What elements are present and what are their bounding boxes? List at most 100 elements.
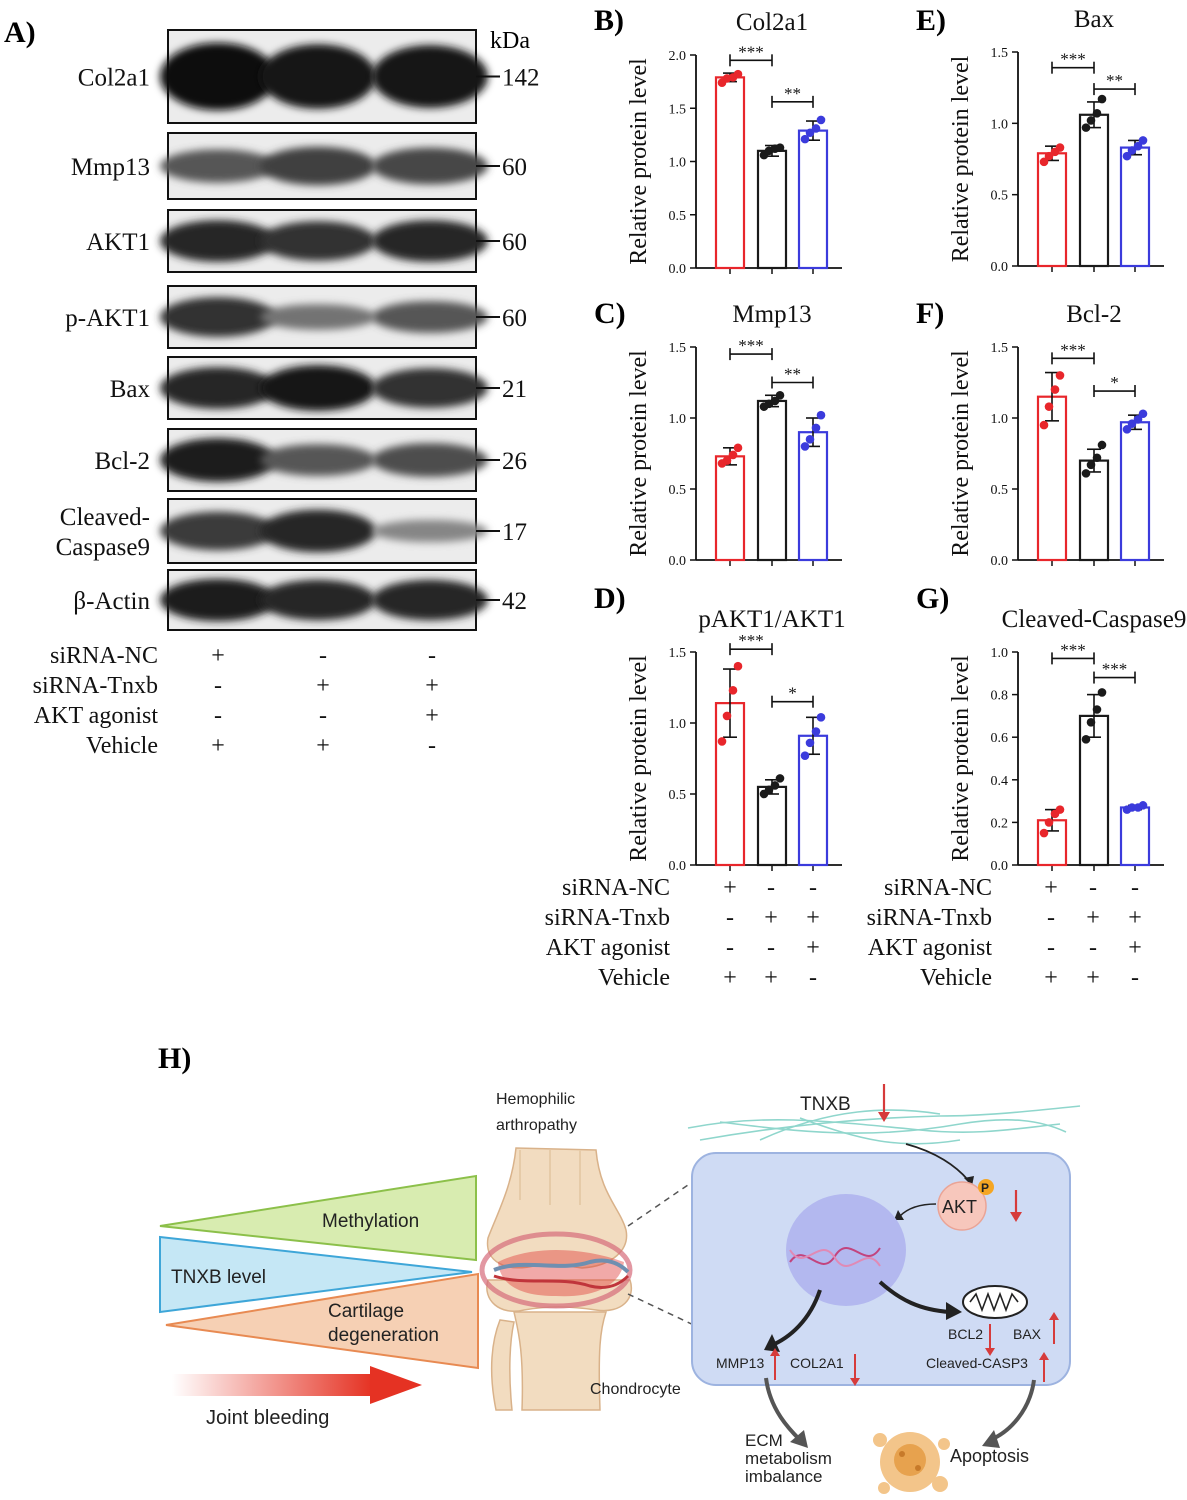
- apoptosis-outcome-arrowhead: [982, 1430, 1000, 1448]
- data-point: [1133, 415, 1143, 424]
- panel-letter-e: E): [916, 4, 946, 37]
- treatment-label: siRNA-NC: [884, 875, 992, 901]
- zoom-connector-top: [627, 1173, 705, 1227]
- data-point: [811, 727, 821, 736]
- treatment-label: siRNA-Tnxb: [867, 905, 992, 931]
- data-point: [1039, 157, 1049, 167]
- treatment-mark: -: [767, 935, 775, 961]
- ecm-outcome-label-3: imbalance: [745, 1467, 823, 1486]
- panel-letter-h: H): [158, 1042, 191, 1075]
- treatment-mark: +: [211, 643, 225, 669]
- blot-row-label: Mmp13: [71, 154, 150, 181]
- data-point: [1097, 94, 1107, 104]
- data-point: [770, 396, 780, 406]
- blot-band: [260, 579, 376, 621]
- bax-up-arrowhead: [1049, 1312, 1059, 1320]
- blot-band: [260, 509, 376, 553]
- data-point: [775, 774, 785, 783]
- bax-label: BAX: [1013, 1326, 1042, 1342]
- data-point: [775, 143, 785, 152]
- treatment-mark: -: [319, 703, 327, 729]
- significance-label: **: [784, 365, 801, 384]
- nucleus-to-mito-arrowhead: [946, 1302, 962, 1320]
- data-point: [1055, 371, 1065, 380]
- blot-band: [160, 149, 276, 183]
- y-tick-label: 1.5: [991, 341, 1009, 356]
- treatment-mark: -: [726, 935, 734, 961]
- akt-to-nucleus-arrowhead: [894, 1210, 904, 1220]
- treatment-mark: +: [425, 703, 439, 729]
- panel-letter-g: G): [916, 582, 949, 615]
- methylation-label: Methylation: [322, 1211, 419, 1232]
- data-point: [1086, 116, 1096, 125]
- apoptosis-outcome-arrow: [989, 1379, 1036, 1442]
- data-point: [816, 115, 826, 125]
- chart-title: Bcl-2: [1066, 301, 1122, 328]
- y-tick-label: 0.5: [669, 483, 687, 498]
- data-point: [764, 785, 774, 795]
- y-tick-label: 1.0: [991, 117, 1009, 132]
- treatment-mark: +: [723, 965, 737, 991]
- casp3-up-arrowhead: [1039, 1352, 1049, 1360]
- significance-label: *: [788, 684, 797, 703]
- y-tick-label: 0.5: [991, 483, 1009, 498]
- data-point: [1127, 146, 1137, 155]
- zoom-connector-bottom: [627, 1293, 701, 1329]
- bar: [1119, 806, 1151, 867]
- mmp13-up-arrowhead: [770, 1348, 780, 1356]
- y-tick-label: 1.0: [669, 717, 687, 732]
- significance-label: ***: [1060, 50, 1086, 69]
- tnxb-down-arrowhead: [878, 1112, 890, 1122]
- treatment-mark: -: [428, 733, 436, 759]
- data-point: [805, 128, 815, 138]
- blot-row-label: p-AKT1: [65, 305, 150, 332]
- treatment-table-chart-g: siRNA-NC+--siRNA-Tnxb-++AKT agonist--+Ve…: [867, 875, 1142, 991]
- phospho-label: P: [981, 1181, 989, 1195]
- y-axis-label: Relative protein level: [626, 655, 652, 862]
- significance-label: ***: [1060, 340, 1086, 359]
- blot-row-label: Cleaved-: [60, 504, 150, 531]
- treatment-mark: +: [806, 935, 820, 961]
- treatment-mark: -: [1047, 935, 1055, 961]
- data-point: [1097, 688, 1107, 697]
- treatment-table-chart-d: siRNA-NC+--siRNA-Tnxb-++AKT agonist--+Ve…: [545, 875, 820, 991]
- blot-band: [160, 438, 276, 482]
- y-tick-label: 0.5: [669, 788, 687, 803]
- ecm-outcome-label-1: ECM: [745, 1431, 783, 1450]
- y-tick-label: 1.5: [669, 102, 687, 117]
- data-point: [1127, 419, 1137, 428]
- nucleus-to-ecm-arrowhead: [764, 1334, 780, 1352]
- kda-value: 60: [502, 154, 527, 181]
- y-tick-label: 0.8: [991, 689, 1009, 704]
- treatment-mark: +: [211, 733, 225, 759]
- treatment-label: Vehicle: [86, 733, 158, 759]
- blot-kda-label: kDa: [490, 28, 530, 54]
- treatment-mark: +: [1086, 965, 1100, 991]
- treatment-label: Vehicle: [598, 965, 670, 991]
- treatment-mark: -: [214, 673, 222, 699]
- blot-band: [372, 579, 488, 621]
- treatment-mark: -: [1089, 875, 1097, 901]
- treatment-mark: -: [428, 643, 436, 669]
- chondrocyte-label: Chondrocyte: [590, 1381, 681, 1398]
- treatment-label: Vehicle: [920, 965, 992, 991]
- panel-letter-c: C): [594, 297, 626, 330]
- y-tick-label: 1.0: [669, 412, 687, 427]
- blot-row-label: Bax: [110, 376, 151, 403]
- data-point: [1081, 735, 1091, 744]
- treatment-mark: -: [767, 875, 775, 901]
- cleaved-casp3-label: Cleaved-CASP3: [926, 1355, 1028, 1371]
- treatment-mark: +: [1044, 965, 1058, 991]
- y-tick-label: 1.5: [669, 341, 687, 356]
- data-point: [816, 410, 826, 420]
- data-point: [1081, 469, 1091, 478]
- significance-label: **: [784, 84, 801, 103]
- bar: [756, 149, 788, 270]
- akt-to-nucleus-arrow: [899, 1203, 937, 1217]
- treatment-mark: +: [1128, 935, 1142, 961]
- data-point: [1044, 402, 1054, 411]
- kda-value: 42: [502, 588, 527, 615]
- bar: [797, 431, 829, 562]
- y-tick-label: 1.0: [991, 646, 1009, 661]
